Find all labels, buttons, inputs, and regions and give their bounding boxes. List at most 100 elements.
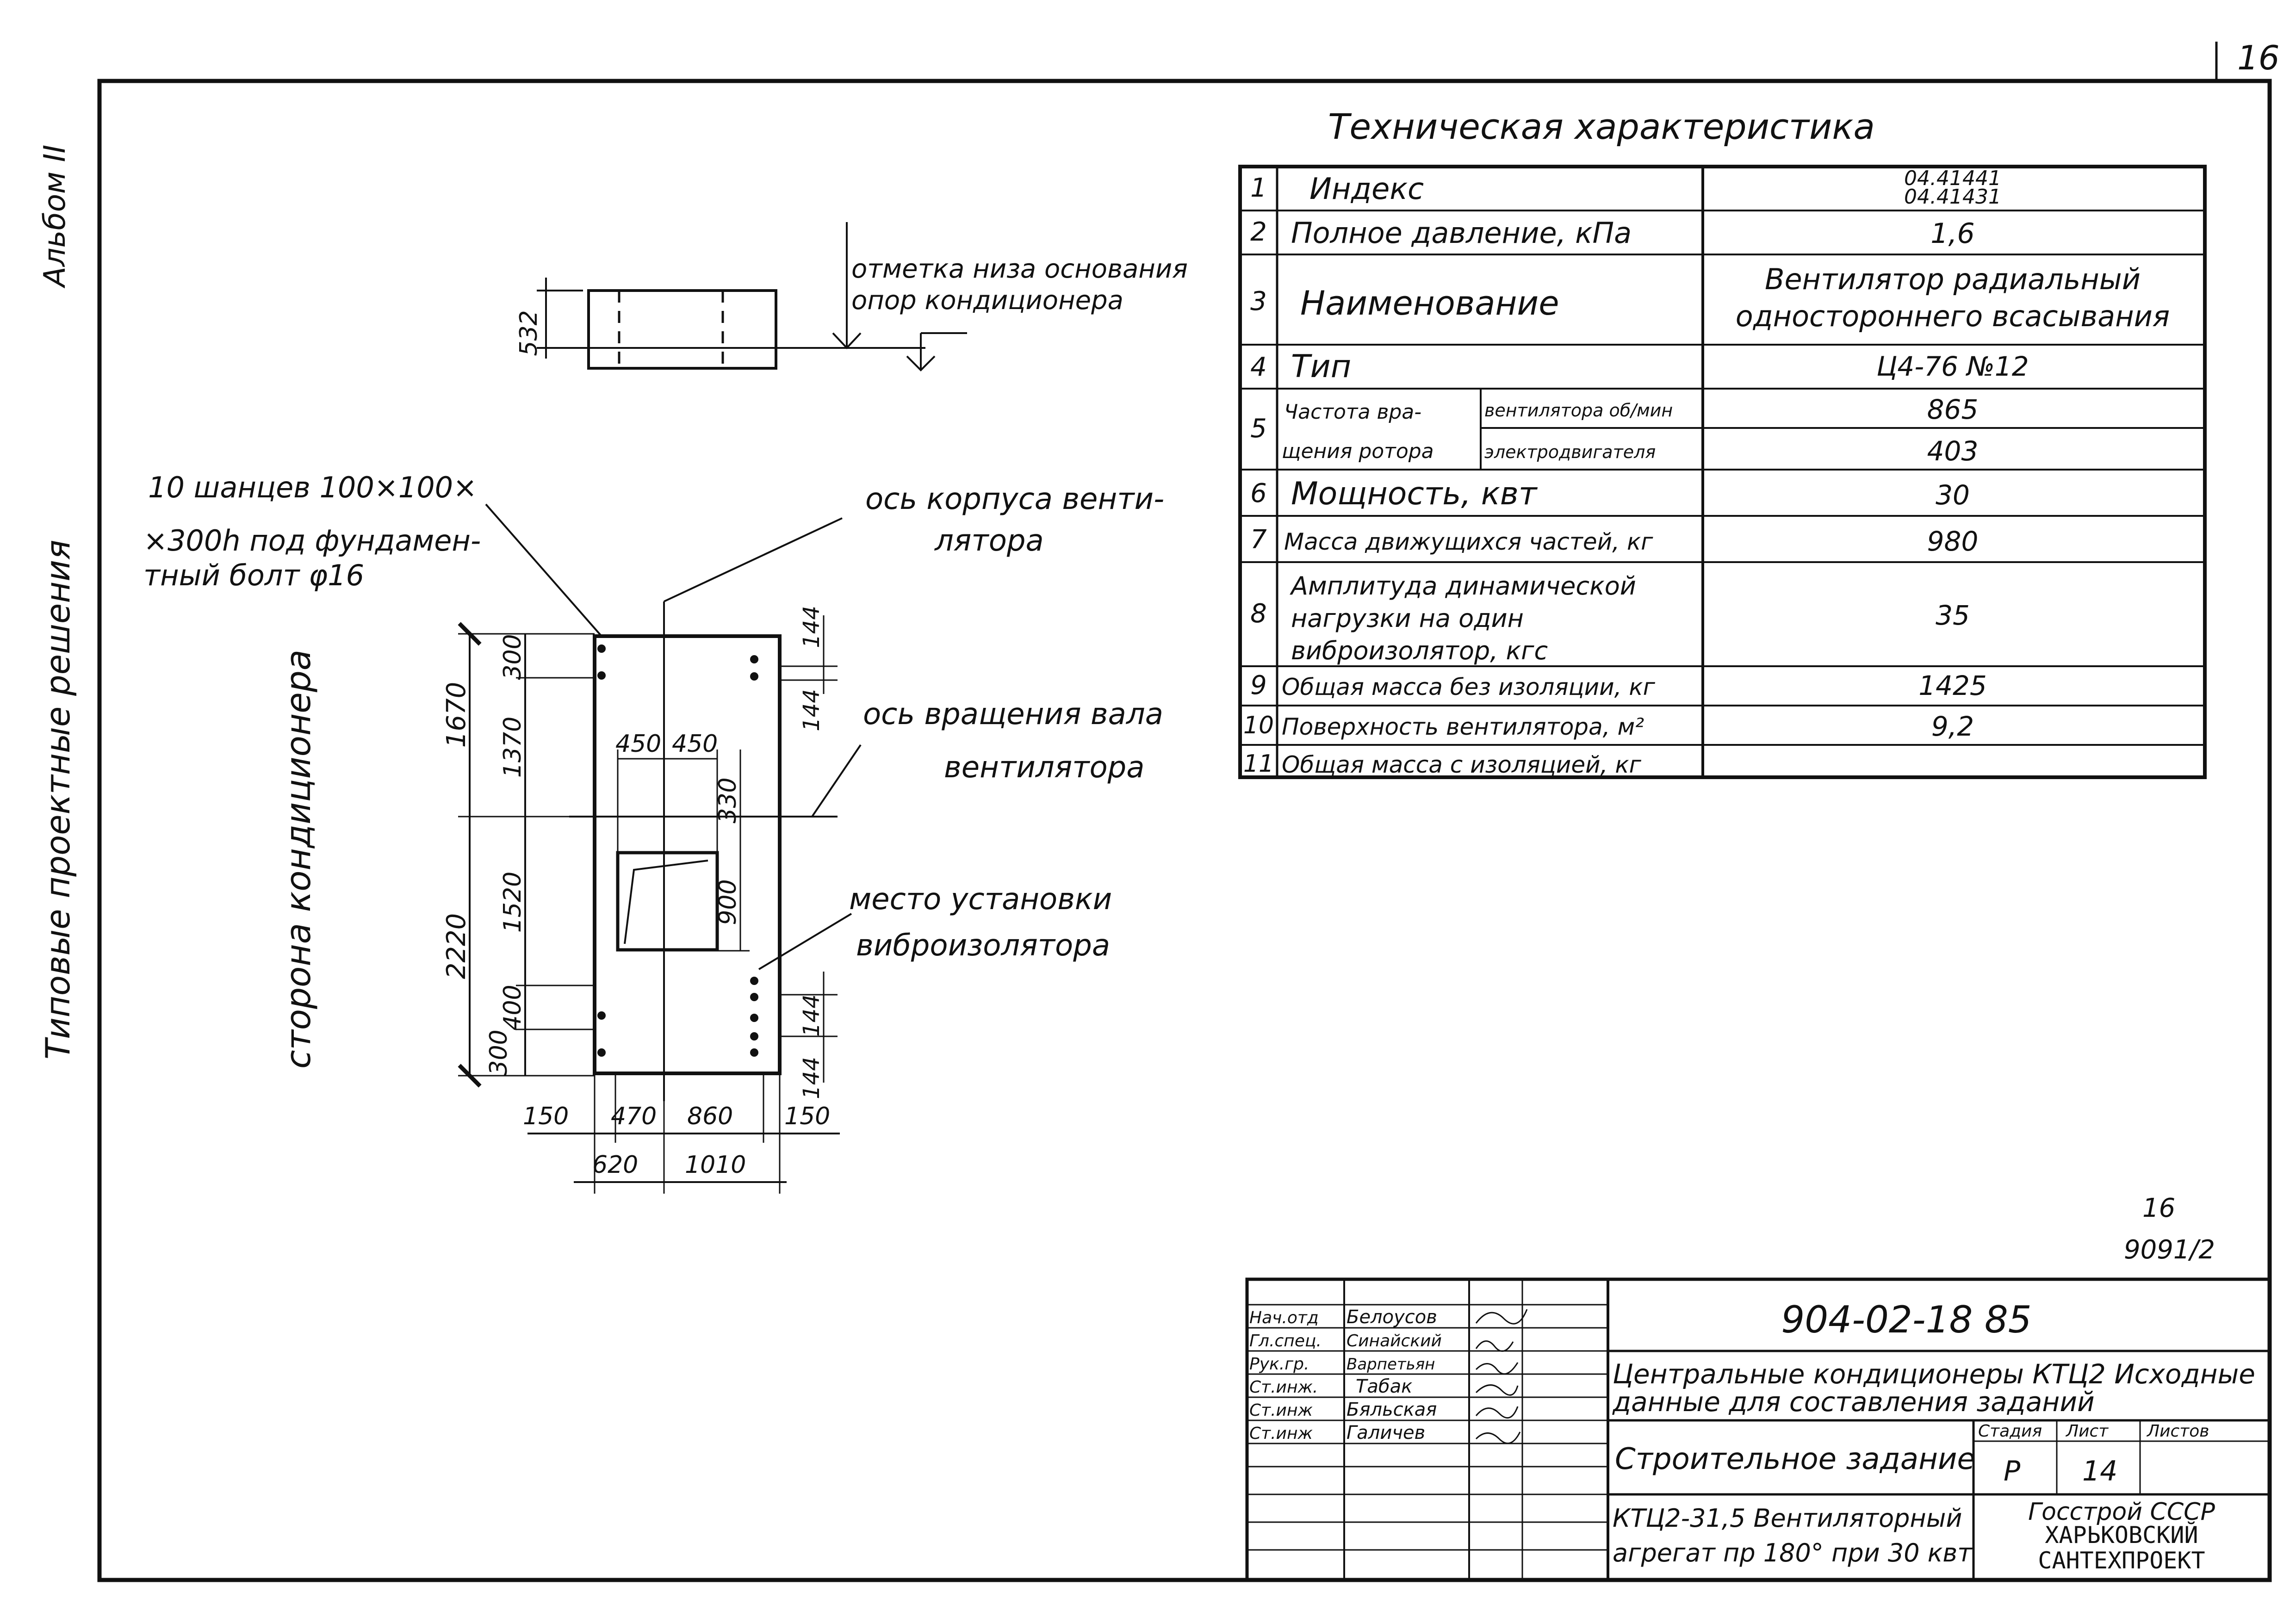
signer-name-3: Варпетьян	[1347, 1355, 1435, 1374]
row-7-num: 7	[1250, 525, 1267, 555]
series-label: Типовые проектные решения	[38, 540, 77, 1059]
title-block	[1245, 1277, 2271, 1582]
elev-label-1: отметка низа основания	[851, 254, 1188, 284]
signatures	[1475, 1309, 1528, 1444]
unit-line-2: агрегат пр 180° при 30 квт	[1613, 1538, 1973, 1567]
dim-300-bottom: 300	[485, 1029, 513, 1075]
plan-dimensions: 1670 2220 300 1370 1520 400 300 450 450 …	[441, 606, 830, 1179]
dim-400: 400	[499, 985, 527, 1030]
signer-name-4: Табак	[1356, 1376, 1412, 1397]
anchor-bolts	[597, 644, 758, 1057]
row-6-name: Мощность, квт	[1291, 476, 1538, 512]
signer-role-5: Ст.инж	[1249, 1401, 1313, 1420]
signer-role-2: Гл.спец.	[1249, 1332, 1322, 1350]
casing-axis-1: ось корпуса венти-	[865, 482, 1164, 516]
tech-table-title: Техническая характеристика	[1328, 106, 1875, 147]
signer-role-6: Ст.инж	[1249, 1424, 1313, 1443]
row-5-value2: 403	[1927, 435, 1979, 467]
doc-description-2: данные для составления заданий	[1612, 1386, 2095, 1418]
row-2-value: 1,6	[1930, 217, 1974, 250]
row-3-name: Наименование	[1300, 284, 1559, 322]
dim-620: 620	[592, 1151, 638, 1179]
dim-900: 900	[714, 879, 742, 925]
dim-1670: 1670	[441, 682, 472, 748]
row-5-sub2: электродвигателя	[1484, 442, 1656, 462]
row-8-num: 8	[1250, 599, 1267, 629]
isolator-place-2: виброизолятора	[856, 929, 1110, 963]
row-2-num: 2	[1250, 217, 1267, 247]
dim-150-left: 150	[523, 1103, 569, 1130]
top-elevation	[537, 222, 967, 372]
stage-value: Р	[2004, 1455, 2021, 1487]
row-2-name: Полное давление, кПа	[1291, 216, 1632, 250]
row-10-name: Поверхность вентилятора, м²	[1282, 713, 1644, 740]
row-8-name: Амплитуда динамической	[1290, 571, 1636, 601]
row-5-value: 865	[1927, 394, 1979, 425]
row-1-name: Индекс	[1309, 172, 1424, 206]
row-9-name: Общая масса без изоляции, кг	[1282, 674, 1656, 700]
row-7-value: 980	[1927, 526, 1979, 557]
rotation-axis-2: вентилятора	[944, 750, 1145, 785]
anchor-note-1: 10 шанцев 100×100×	[148, 471, 477, 504]
dim-1520: 1520	[499, 872, 527, 933]
row-4-name: Тип	[1291, 348, 1351, 385]
dim-144-c: 144	[799, 994, 825, 1037]
task-title: Строительное задание	[1615, 1442, 1975, 1476]
row-11-num: 11	[1243, 750, 1274, 778]
signer-role-4: Ст.инж.	[1249, 1378, 1318, 1397]
row-8-name3: виброизолятор, кгс	[1291, 636, 1548, 665]
tech-table-text: 1 Индекс 04.41441 04.41431 2 Полное давл…	[1243, 167, 2170, 778]
page-number: 16	[2237, 38, 2280, 77]
row-4-value: Ц4-76 №12	[1876, 351, 2029, 382]
tech-table	[1238, 165, 2207, 779]
dim-150-right: 150	[784, 1103, 830, 1130]
side-label: сторона кондиционера	[279, 650, 318, 1069]
row-10-num: 10	[1243, 712, 1274, 739]
plan-view	[458, 503, 862, 1194]
row-9-num: 9	[1250, 670, 1267, 700]
signer-name-2: Синайский	[1347, 1332, 1442, 1350]
anchor-note-3: тный болт φ16	[143, 558, 364, 592]
org-line-3: САНТЕХПРОЕКТ	[2038, 1547, 2205, 1574]
org-line-2: ХАРЬКОВСКИЙ	[2045, 1521, 2198, 1549]
fan-opening	[616, 851, 719, 952]
row-9-value: 1425	[1918, 670, 1987, 701]
dim-144-b: 144	[799, 689, 825, 731]
row-3-value2: одностороннего всасывания	[1736, 299, 2170, 333]
dim-860: 860	[687, 1103, 733, 1130]
sheet-frame	[97, 79, 2272, 1582]
casing-axis-2: лятора	[934, 524, 1044, 558]
dim-1010: 1010	[685, 1151, 746, 1179]
row-7-name: Масса движущихся частей, кг	[1284, 528, 1653, 555]
fan-base-outline	[593, 634, 782, 1075]
signers: Нач.отд Белоусов Гл.спец. Синайский Рук.…	[1249, 1307, 1442, 1443]
row-8-value: 35	[1936, 600, 1970, 631]
dim-144-d: 144	[799, 1057, 825, 1099]
anchor-note-2: ×300h под фундамен-	[143, 524, 481, 558]
sheet-header: Лист	[2065, 1422, 2109, 1441]
row-5-name: Частота вра-	[1284, 400, 1421, 424]
sheet-ref-bottom: 9091/2	[2124, 1235, 2215, 1265]
row-3-num: 3	[1250, 286, 1267, 316]
row-3-value: Вентилятор радиальный	[1765, 262, 2141, 296]
row-11-name: Общая масса с изоляцией, кг	[1282, 751, 1642, 778]
sheet-ref-top: 16	[2142, 1193, 2175, 1223]
row-5-sub1: вентилятора об/мин	[1484, 400, 1673, 421]
row-6-value: 30	[1936, 479, 1970, 511]
org-line-1: Госстрой СССР	[2028, 1498, 2215, 1526]
signer-role-1: Нач.отд	[1249, 1308, 1319, 1327]
rotation-axis-1: ось вращения вала	[863, 697, 1163, 731]
signer-name-6: Галичев	[1347, 1422, 1425, 1443]
dim-450-left: 450	[615, 730, 661, 758]
row-10-value: 9,2	[1931, 711, 1974, 742]
row-6-num: 6	[1250, 478, 1267, 508]
isolator-place-1: место установки	[849, 882, 1112, 917]
signer-role-3: Рук.гр.	[1249, 1355, 1309, 1374]
dim-330: 330	[714, 777, 742, 823]
signer-name-1: Белоусов	[1347, 1307, 1437, 1328]
doc-description-1: Центральные кондиционеры КТЦ2 Исходные	[1613, 1358, 2255, 1390]
dim-470: 470	[611, 1103, 657, 1130]
row-1-num: 1	[1250, 173, 1267, 203]
elev-label-2: опор кондиционера	[851, 285, 1123, 316]
signer-name-5: Бяльская	[1347, 1399, 1437, 1420]
